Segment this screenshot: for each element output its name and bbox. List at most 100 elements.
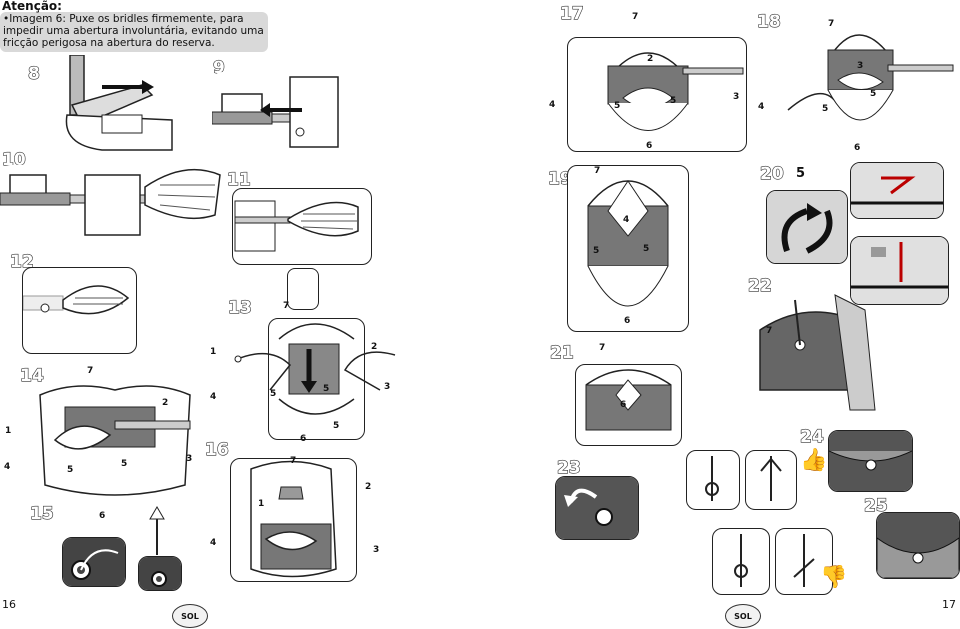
- step-15-figure-b: [138, 556, 182, 591]
- label-2-s17: 2: [647, 54, 654, 64]
- step-8-figure: [42, 55, 182, 155]
- label-2-s14: 2: [162, 398, 169, 408]
- label-5a-s17: 5: [614, 101, 621, 111]
- label-4-s16: 4: [210, 538, 217, 548]
- step-25-illustration: [877, 513, 959, 578]
- label-1-s14: 1: [5, 426, 12, 436]
- label-5b-s13: 5: [323, 384, 330, 394]
- label-5b-s18: 5: [870, 89, 877, 99]
- step-23-figure: [555, 476, 639, 540]
- label-7-s16: 7: [290, 456, 297, 466]
- step-11-figure: [232, 188, 372, 265]
- step-23-illustration: [556, 477, 638, 539]
- label-4-s13: 4: [210, 392, 217, 402]
- step-18-illustration: [787, 34, 954, 121]
- step-12-illustration: [23, 285, 130, 315]
- step-20-figure-a: [766, 190, 848, 264]
- step-17-illustration: [607, 52, 744, 131]
- label-6-s14: 6: [99, 511, 106, 521]
- step-20-figure-b: [850, 162, 944, 219]
- knot-figure-a: [686, 450, 740, 510]
- knot-figure-b: [745, 450, 797, 510]
- step-16-illustration: [250, 460, 337, 578]
- step-14-number: 14: [19, 365, 44, 386]
- step-24-illustration: [829, 431, 912, 491]
- step-18-number: 18: [756, 11, 781, 32]
- label-2-s16: 2: [365, 482, 372, 492]
- label-5a-s14: 5: [67, 465, 74, 475]
- step-8-number: 8: [27, 63, 40, 84]
- label-4-s14: 4: [4, 462, 11, 472]
- label-7-s22: 7: [766, 326, 773, 336]
- step-21-figure: [575, 364, 682, 446]
- label-4-s18: 4: [758, 102, 765, 112]
- step-25-number: 25: [863, 495, 888, 516]
- step-23-number: 23: [556, 457, 581, 478]
- step-15-grommet-b: [139, 557, 181, 590]
- step-14-illustration: [39, 385, 191, 496]
- step-16-number: 16: [204, 439, 229, 460]
- step-13-container: [287, 268, 319, 310]
- label-3-s16: 3: [373, 545, 380, 555]
- step-13-harness: [234, 351, 396, 391]
- thumbs-up-icon: 👍: [800, 448, 828, 473]
- step-20-figure-c: [850, 236, 949, 305]
- step-24-number: 24: [799, 426, 824, 447]
- step-21-number: 21: [549, 342, 574, 363]
- label-5a-s13: 5: [270, 389, 277, 399]
- label-4-s19: 4: [623, 215, 630, 225]
- label-5b-s19: 5: [643, 244, 650, 254]
- step-15-arrow: [149, 506, 165, 555]
- label-5a-s18: 5: [822, 104, 829, 114]
- step-14-figure: [35, 385, 195, 500]
- step-15-number: 15: [29, 503, 54, 524]
- step-13-figure: [268, 318, 365, 440]
- page-number-right: 17: [942, 598, 956, 611]
- label-5b-s14: 5: [121, 459, 128, 469]
- label-5b-s17: 5: [670, 96, 677, 106]
- label-1-s16: 1: [258, 499, 265, 509]
- knot-b: [760, 456, 782, 501]
- step-21-illustration: [585, 369, 672, 431]
- label-6-s18: 6: [854, 143, 861, 153]
- knot-d: [793, 534, 815, 587]
- step-19-number: 19: [547, 168, 572, 189]
- label-5c-s13: 5: [333, 421, 340, 431]
- knot-a: [705, 456, 719, 501]
- step-22-number: 22: [747, 275, 772, 296]
- step-9-figure: [212, 72, 342, 152]
- step-13-number: 13: [227, 297, 252, 318]
- label-2-s13: 2: [371, 342, 378, 352]
- step-8-illustration: [65, 55, 173, 151]
- label-3-s14: 3: [186, 454, 193, 464]
- label-6-s21: 6: [620, 400, 627, 410]
- label-5-s20: 5: [796, 166, 806, 181]
- step-19-illustration: [587, 180, 669, 307]
- sol-logo-right: SOL: [725, 604, 761, 628]
- step-19-figure: [567, 165, 689, 332]
- label-6-s19: 6: [624, 316, 631, 326]
- step-24-figure: [828, 430, 913, 492]
- label-7-s19: 7: [594, 166, 601, 176]
- label-3-s13: 3: [384, 382, 391, 392]
- step-11-number: 11: [226, 169, 251, 190]
- step-16-figure: [230, 458, 357, 582]
- label-7-s13: 7: [283, 301, 290, 311]
- label-6-s17: 6: [646, 141, 653, 151]
- step-22-illustration: [759, 294, 876, 411]
- step-9-illustration: [212, 76, 339, 148]
- step-12-figure: [22, 267, 137, 354]
- step-13-illustration: [278, 323, 355, 415]
- label-7-s18: 7: [828, 19, 835, 29]
- step-20-fold-b: [851, 163, 943, 218]
- step-20-rotation-arrow: [767, 191, 847, 263]
- step-15-figure-a: [62, 537, 126, 587]
- step-20-number: 20: [759, 163, 784, 184]
- sol-logo-left: SOL: [172, 604, 208, 628]
- step-15-grommet-a: [63, 538, 125, 586]
- attention-note: Atenção: •Imagem 6: Puxe os bridles firm…: [0, 0, 270, 52]
- label-7-s21: 7: [599, 343, 606, 353]
- step-10-figure: [0, 165, 225, 240]
- knot-figure-c: [712, 528, 770, 595]
- knot-figure-d: [775, 528, 833, 595]
